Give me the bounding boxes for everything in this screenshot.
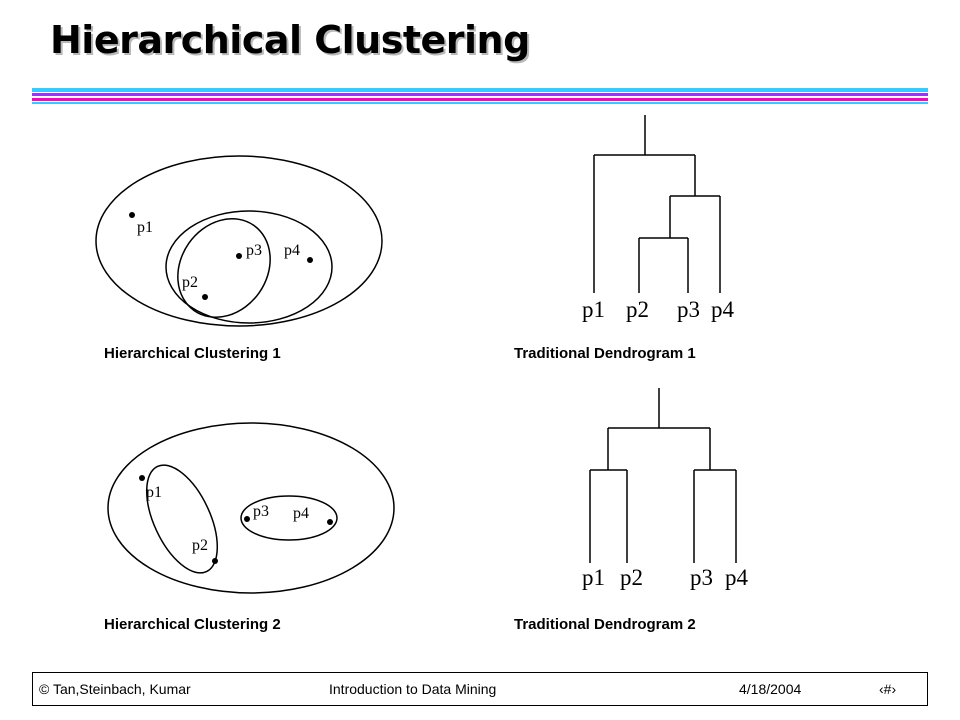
title-rule-cyan xyxy=(32,88,928,92)
right-cluster-ellipse xyxy=(240,495,338,541)
clustering-2-caption: Hierarchical Clustering 2 xyxy=(104,616,281,633)
point-label-p4: p4 xyxy=(284,242,300,259)
dendrogram-1-leaf-label-p1: p1 xyxy=(582,297,605,322)
point-label-p2: p2 xyxy=(182,274,198,291)
point-p4-dot xyxy=(307,257,313,263)
dendrogram-2-leaf-label-p4: p4 xyxy=(725,565,749,590)
outer-cluster-ellipse xyxy=(95,155,383,327)
dendrogram-1-leaf-label-p4: p4 xyxy=(711,297,735,322)
dendrogram-2-leaf-label-p2: p2 xyxy=(620,565,643,590)
dendrogram-2-caption: Traditional Dendrogram 2 xyxy=(514,616,696,633)
footer-course: Introduction to Data Mining xyxy=(329,681,497,697)
point-p4-dot-2 xyxy=(327,519,333,525)
title-rule-cyan-thin xyxy=(32,102,928,104)
outer-cluster-ellipse-2 xyxy=(107,422,395,594)
point-p3-dot xyxy=(236,253,242,259)
dendrogram-2-leaf-label-p1: p1 xyxy=(582,565,605,590)
slide-footer: © Tan,Steinbach, Kumar Introduction to D… xyxy=(32,672,928,706)
slide-title: Hierarchical Clustering xyxy=(50,18,530,62)
dendrogram-1-leaf-label-p2: p2 xyxy=(626,297,649,322)
point-p3-dot-2 xyxy=(244,516,250,522)
dendrogram-1-caption: Traditional Dendrogram 1 xyxy=(514,345,696,362)
point-label-p4-2: p4 xyxy=(293,505,309,522)
dendrogram-2-tree xyxy=(589,388,737,563)
clustering-1-caption: Hierarchical Clustering 1 xyxy=(104,345,281,362)
footer-slide-number: ‹#› xyxy=(879,681,897,697)
clustering-1-points xyxy=(129,212,313,300)
inner-cluster-ellipse xyxy=(177,218,271,318)
clustering-2-points xyxy=(139,475,333,564)
dendrogram-2-leaf-label-p3: p3 xyxy=(690,565,713,590)
footer-copyright: © Tan,Steinbach, Kumar xyxy=(39,681,191,697)
dendrogram-1-tree xyxy=(593,115,721,293)
middle-cluster-ellipse xyxy=(165,210,333,324)
point-label-p1: p1 xyxy=(137,219,153,236)
point-label-p2-2: p2 xyxy=(192,537,208,554)
title-rule-purple xyxy=(32,93,928,96)
footer-date: 4/18/2004 xyxy=(739,681,802,697)
clustering-2-diagram xyxy=(107,422,395,594)
point-p1-dot xyxy=(129,212,135,218)
point-label-p3: p3 xyxy=(246,242,262,259)
title-rule-magenta xyxy=(32,98,928,101)
point-p1-dot-2 xyxy=(139,475,145,481)
left-cluster-ellipse xyxy=(145,464,219,574)
point-label-p1-2: p1 xyxy=(146,484,162,501)
clustering-1-diagram xyxy=(95,155,383,327)
dendrogram-1-leaf-label-p3: p3 xyxy=(677,297,700,322)
point-p2-dot xyxy=(202,294,208,300)
point-p2-dot-2 xyxy=(212,558,218,564)
point-label-p3-2: p3 xyxy=(253,503,269,520)
